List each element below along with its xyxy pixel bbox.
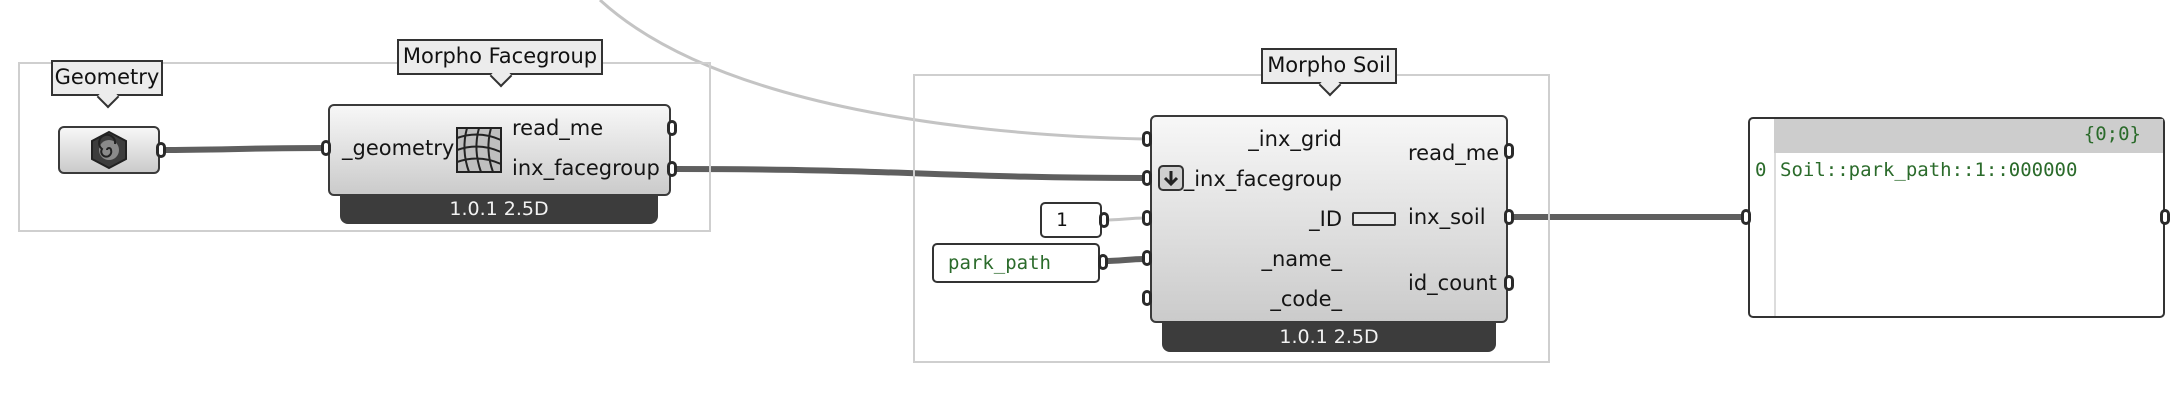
panel-path-label: {0;0} (2083, 123, 2141, 145)
input-inx-grid-label: _inx_grid (1248, 127, 1342, 151)
facegroup-group[interactable] (18, 62, 711, 232)
component-body-divider-icon (1352, 212, 1396, 226)
soil-id-grip[interactable] (1142, 210, 1152, 226)
panel-row-value: Soil::park_path::1::000000 (1780, 159, 2078, 181)
id-value-text: 1 (1056, 209, 1068, 231)
output-panel-input-grip[interactable] (1741, 209, 1751, 225)
soil-group-title: Morpho Soil (1261, 48, 1397, 84)
id-panel-output-grip[interactable] (1099, 212, 1109, 228)
facegroup-mesh-icon (456, 127, 502, 173)
output-data-panel[interactable]: {0;0} 0 Soil::park_path::1::000000 (1748, 117, 2165, 318)
wire-facegroup[interactable] (675, 166, 1146, 181)
output-read-me-label: read_me (512, 116, 604, 140)
output-id-count-label: id_count (1408, 271, 1497, 295)
output-inx-facegroup-label: inx_facegroup (512, 156, 660, 180)
input-code-label: _code_ (1270, 287, 1342, 311)
soil-group[interactable] (913, 74, 1550, 363)
soil-inx-facegroup-grip[interactable] (1142, 170, 1152, 186)
name-value-panel[interactable]: park_path (932, 243, 1100, 283)
soil-version-bar: 1.0.1 2.5D (1162, 322, 1496, 352)
geometry-param[interactable] (58, 126, 160, 174)
facegroup-version-bar: 1.0.1 2.5D (340, 194, 658, 224)
geometry-icon (91, 130, 127, 170)
panel-header (1774, 119, 2163, 153)
input-inx-facegroup-label: _inx_facegroup (1183, 167, 1342, 191)
wire-geometry[interactable] (159, 145, 327, 153)
input-geometry-label: _geometry (342, 136, 455, 160)
facegroup-inx-output-grip[interactable] (667, 161, 677, 177)
geometry-output-grip[interactable] (156, 142, 166, 158)
output-inx-soil-label: inx_soil (1408, 205, 1486, 229)
soil-inx-grid-grip[interactable] (1142, 131, 1152, 147)
wire-inx-grid[interactable] (598, 0, 1146, 141)
panel-index-column (1774, 153, 1776, 316)
soil-id-count-grip[interactable] (1504, 275, 1514, 291)
facegroup-input-grip[interactable] (321, 140, 331, 156)
input-name-label: _name_ (1261, 247, 1342, 271)
output-panel-output-grip[interactable] (2160, 209, 2170, 225)
name-panel-output-grip[interactable] (1098, 254, 1108, 270)
morpho-facegroup-component[interactable]: _geometry read_me inx_facegroup (328, 104, 671, 196)
graft-arrow-icon (1158, 165, 1184, 191)
morpho-soil-component[interactable]: _inx_grid _inx_facegroup _ID _name_ _cod… (1150, 115, 1508, 323)
output-read-me-label: read_me (1408, 141, 1500, 165)
id-value-panel[interactable]: 1 (1040, 202, 1102, 238)
soil-code-grip[interactable] (1142, 290, 1152, 306)
name-value-text: park_path (948, 252, 1051, 274)
soil-read-me-grip[interactable] (1504, 143, 1514, 159)
panel-row-index: 0 (1755, 159, 1767, 181)
input-id-label: _ID (1309, 207, 1342, 231)
soil-name-grip[interactable] (1142, 250, 1152, 266)
facegroup-read-me-grip[interactable] (667, 120, 677, 136)
soil-inx-soil-grip[interactable] (1504, 209, 1514, 225)
facegroup-group-title: Morpho Facegroup (397, 39, 603, 75)
geometry-group-title: Geometry (51, 60, 163, 96)
